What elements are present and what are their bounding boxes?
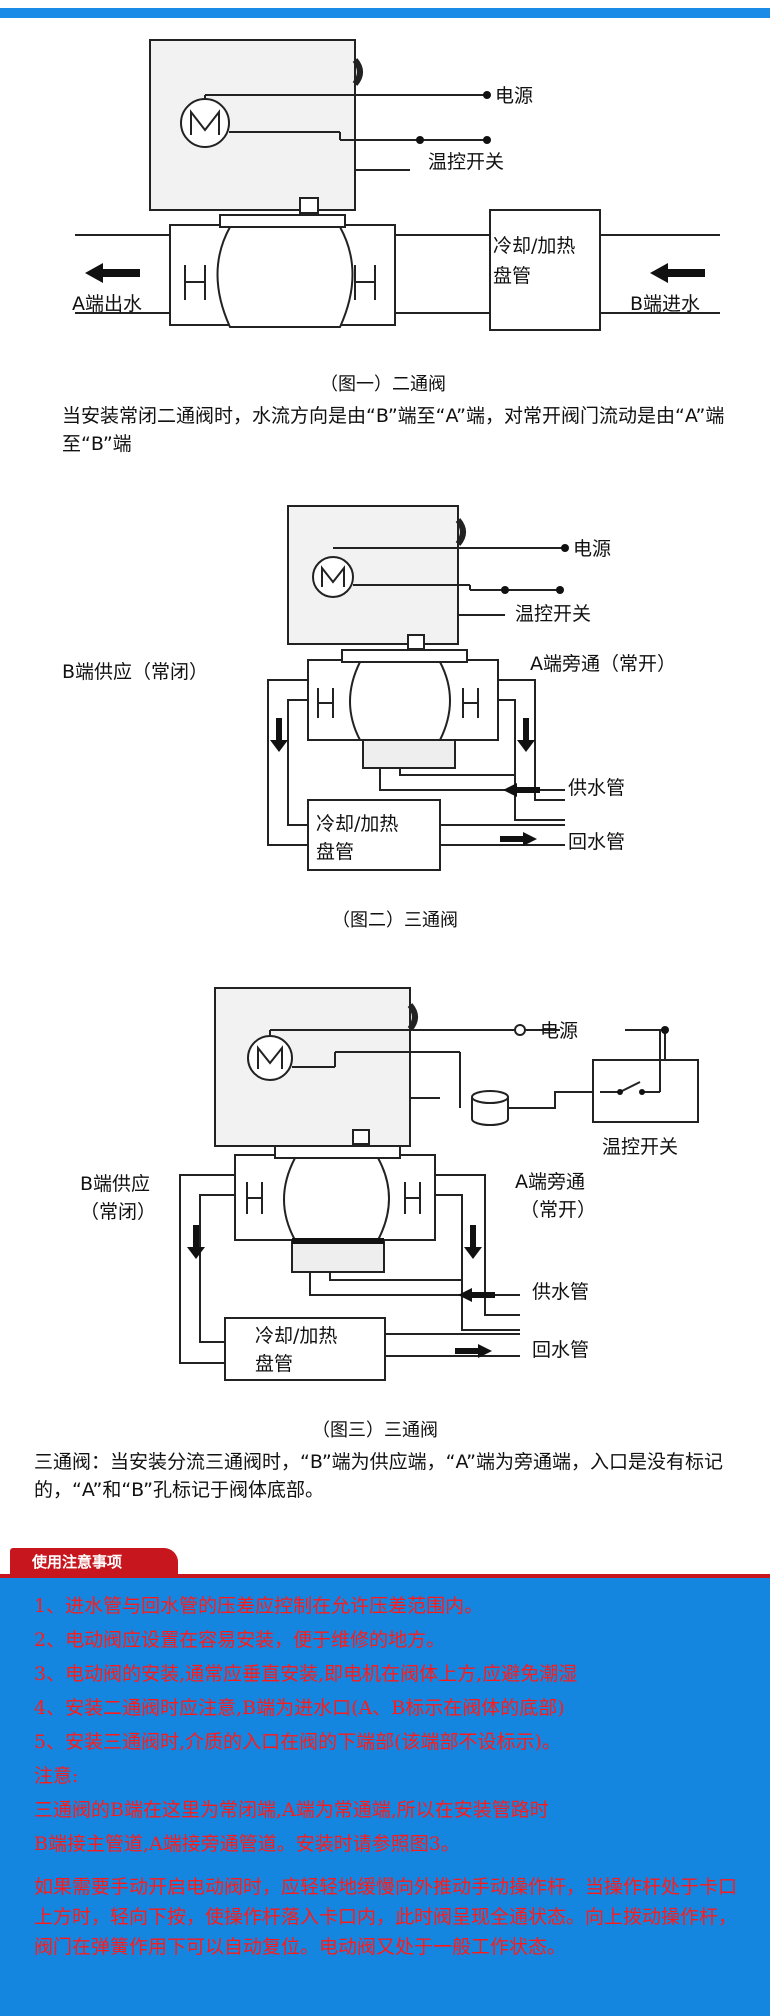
notice-note-line-2: B端接主管道,A端接旁通管道。安装时请参照图3。: [34, 1833, 460, 1855]
fig3-description: 三通阀：当安装分流三通阀时，“B”端为供应端，“A”端为旁通端，入口是没有标记的…: [34, 1451, 724, 1501]
fig3-b-supply-label-1: B端供应: [80, 1173, 150, 1195]
fig2-return-pipe-label: 回水管: [568, 831, 625, 853]
fig2-thermostat-label: 温控开关: [515, 603, 591, 625]
fig3-thermostat-label: 温控开关: [602, 1136, 678, 1158]
fig1-caption: （图一）二通阀: [320, 374, 446, 395]
fig2-coil-label-1: 冷却/加热: [316, 813, 398, 835]
fig1-a-out-label: A端出水: [72, 293, 142, 315]
notice-item-4: 4、安装二通阀时应注意,B端为进水口(A、B标示在阀体的底部): [34, 1697, 565, 1719]
fig2-caption: （图二）三通阀: [332, 910, 458, 931]
fig3-caption: （图三）三通阀: [312, 1420, 438, 1441]
fig1-description: 当安装常闭二通阀时，水流方向是由“B”端至“A”端，对常开阀门流动是由“A”端至…: [62, 405, 725, 455]
fig2-coil-label-2: 盘管: [316, 841, 354, 863]
notice-manual-paragraph: 如果需要手动开启电动阀时，应轻轻地缓慢向外推动手动操作杆，当操作杆处于卡口上方时…: [34, 1876, 738, 1958]
fig3-a-bypass-label-1: A端旁通: [515, 1171, 585, 1193]
fig2-power-label: 电源: [573, 538, 611, 560]
fig3-return-pipe-label: 回水管: [532, 1339, 589, 1361]
figure-1-two-way-valve: 电源 温控开关 冷却/加热 盘管 A端出水 B端进水: [72, 39, 720, 331]
fig1-coil-label-1: 冷却/加热: [493, 235, 575, 257]
notice-item-1: 1、进水管与回水管的压差应控制在允许压差范围内。: [34, 1595, 484, 1617]
fig3-b-supply-label-2: （常闭）: [80, 1201, 156, 1223]
fig1-thermostat-label: 温控开关: [428, 151, 504, 173]
notice-item-3: 3、电动阀的安装,通常应垂直安装,即电机在阀体上方,应避免潮湿: [34, 1663, 578, 1685]
notice-divider: [0, 1574, 770, 1578]
top-bar: [0, 0, 770, 18]
notice-title: 使用注意事项: [10, 1548, 178, 1576]
fig1-b-in-label: B端进水: [630, 293, 700, 315]
fig2-b-supply-label: B端供应（常闭）: [62, 661, 208, 683]
top-accent-bar: [0, 8, 770, 18]
notice-panel: [0, 1540, 770, 2016]
fig2-a-bypass-label: A端旁通（常开）: [530, 653, 676, 675]
fig2-supply-pipe-label: 供水管: [568, 777, 625, 799]
fig1-coil-label-2: 盘管: [493, 265, 531, 287]
notice-note-line-1: 三通阀的B端在这里为常闭端,A端为常通端,所以在安装管路时: [34, 1799, 549, 1821]
fig3-a-bypass-label-2: （常开）: [520, 1199, 596, 1221]
fig3-coil-label-1: 冷却/加热: [255, 1325, 337, 1347]
fig3-supply-pipe-label: 供水管: [532, 1281, 589, 1303]
notice-item-5: 5、安装三通阀时,介质的入口在阀的下端部(该端部不设标示)。: [34, 1731, 561, 1753]
fig1-power-label: 电源: [495, 85, 533, 107]
fig3-coil-label-2: 盘管: [255, 1353, 293, 1375]
notice-item-2: 2、电动阀应设置在容易安装，便于维修的地方。: [34, 1629, 446, 1651]
figure-3-three-way-valve: 电源 温控开关 B端供应 （常闭） A端旁通 （常开） 供水管 回水管 冷却/加…: [80, 987, 699, 1381]
fig3-power-label: 电源: [540, 1020, 578, 1042]
figure-2-three-way-valve: 电源 温控开关 B端供应（常闭） A端旁通（常开） 供水管 回水管 冷却/加热 …: [62, 505, 676, 871]
notice-note-title: 注意:: [34, 1765, 79, 1787]
